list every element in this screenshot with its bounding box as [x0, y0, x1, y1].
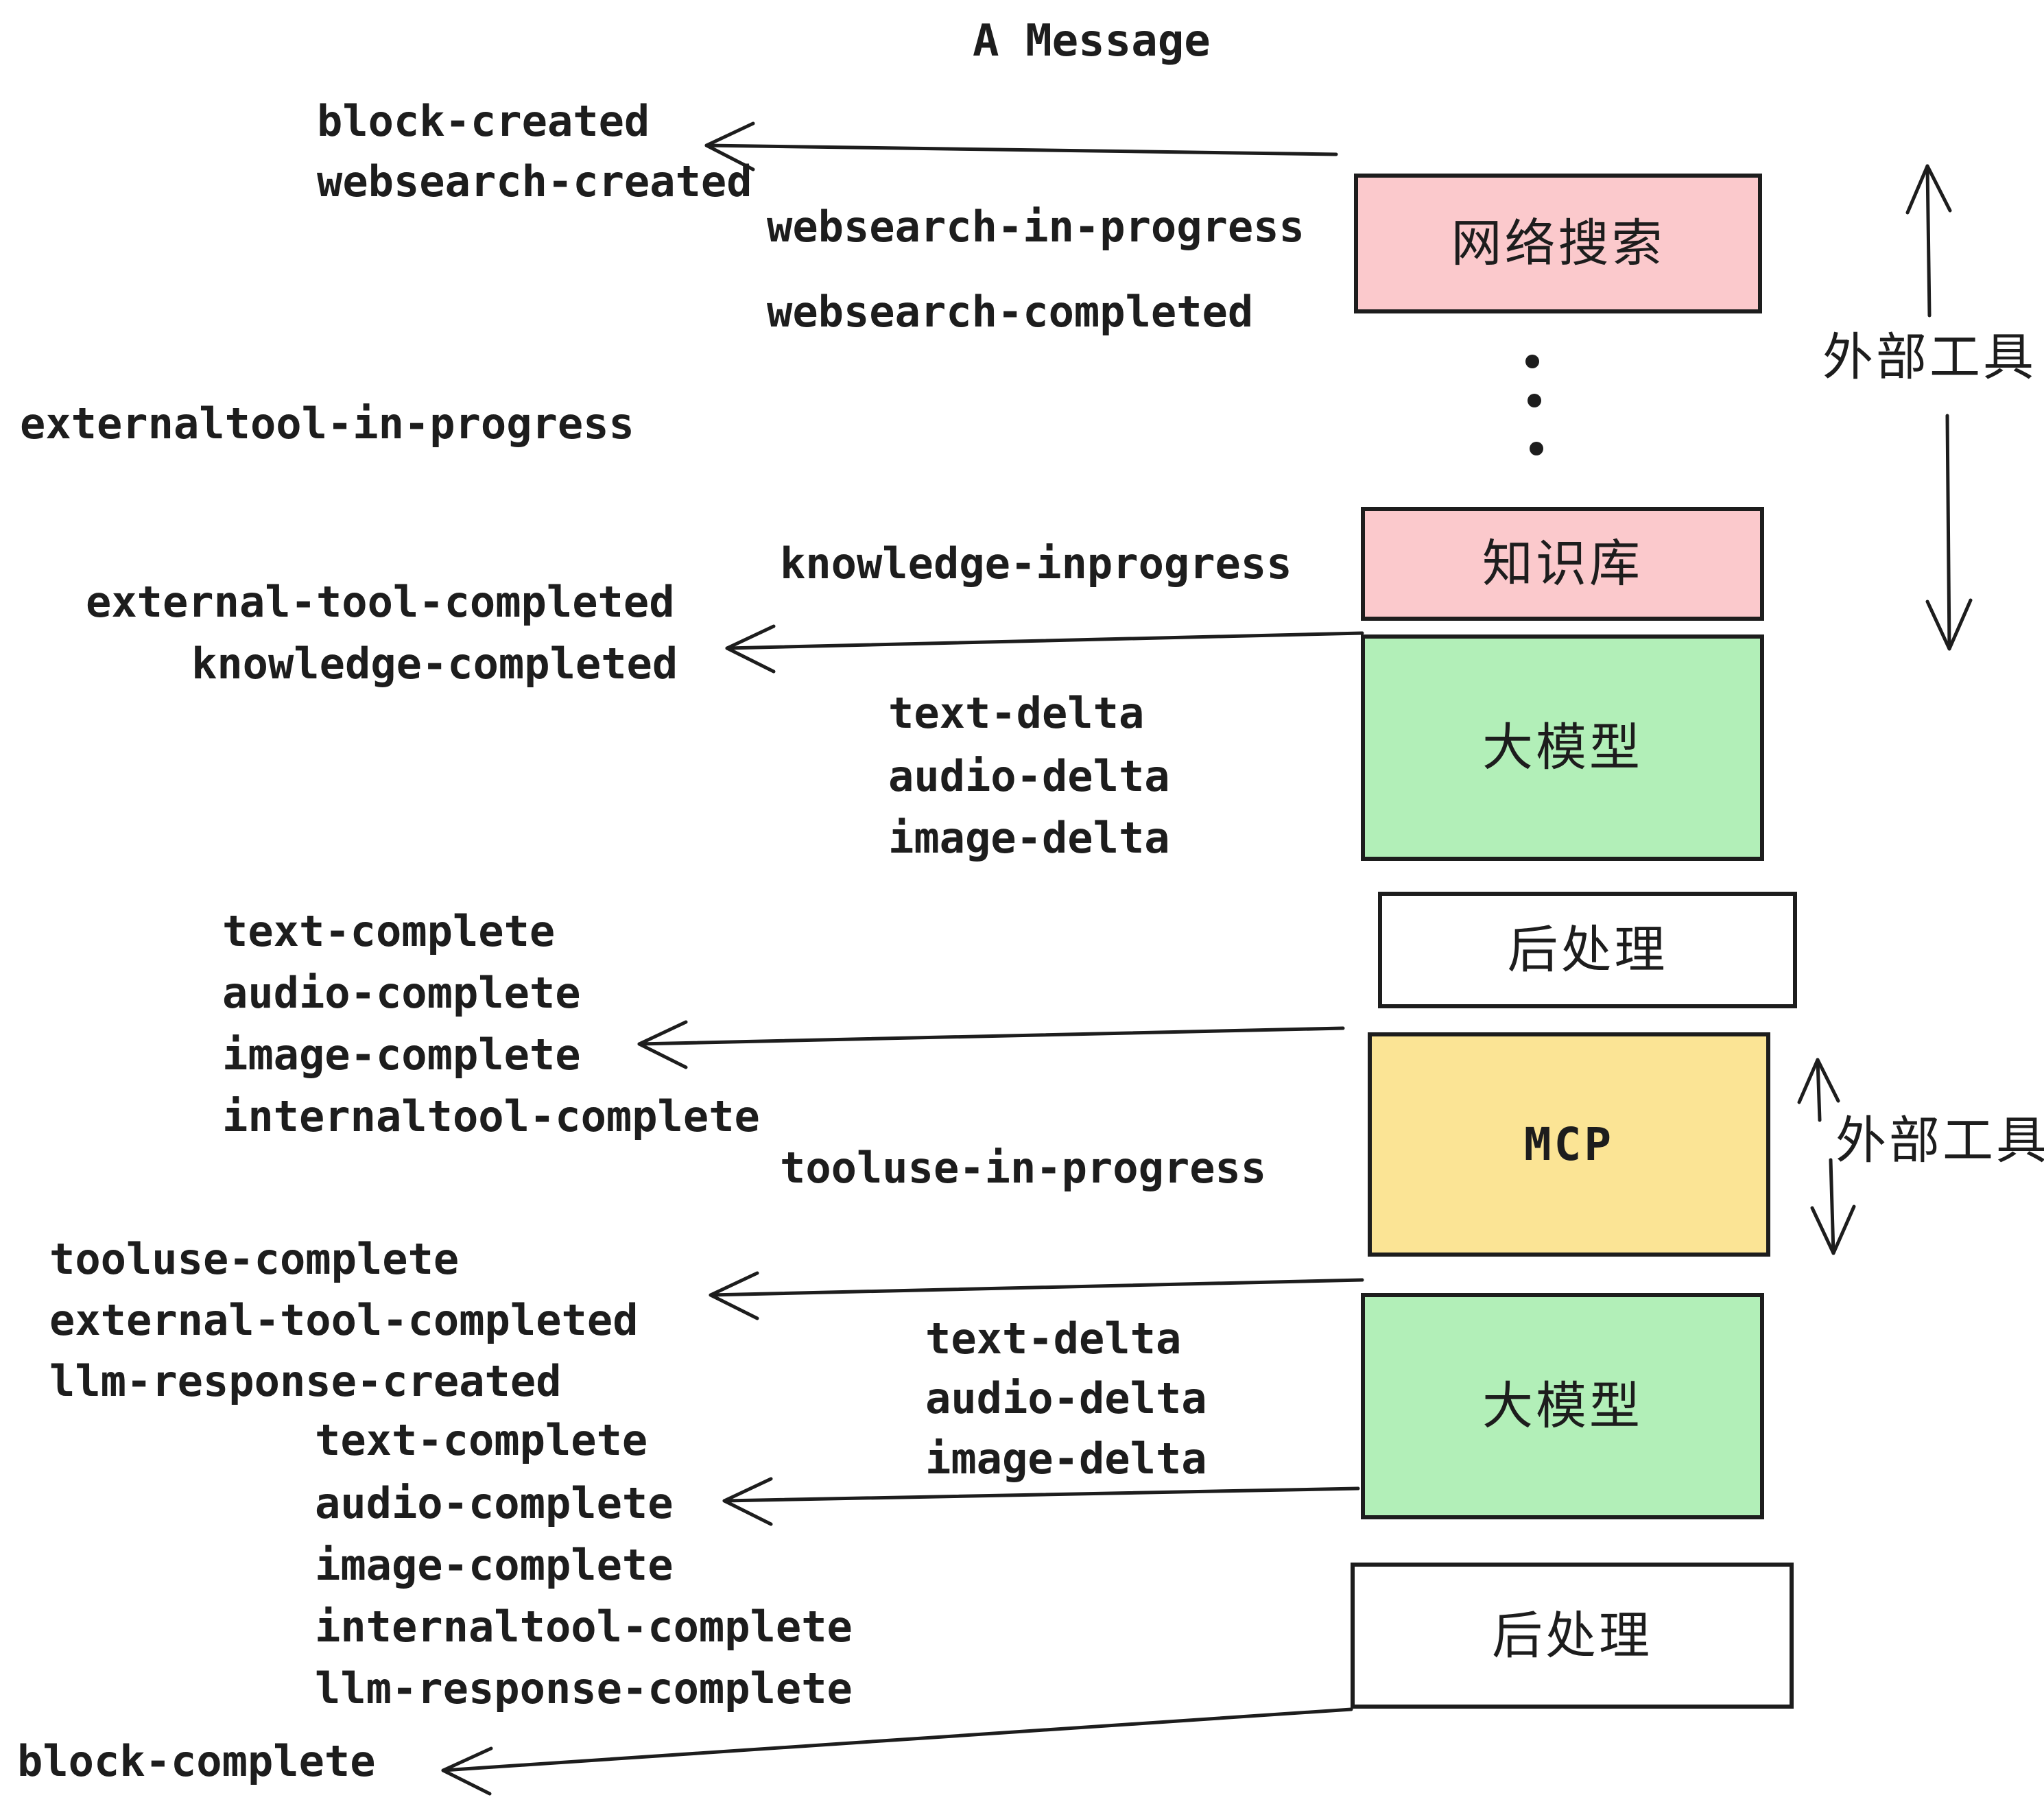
event-label-tooluse-complete: tooluse-complete: [49, 1234, 460, 1284]
node-mcp: MCP: [1368, 1032, 1770, 1257]
event-label-image-complete: image-complete: [222, 1030, 581, 1080]
node-postprocess-2-label: 后处理: [1492, 1606, 1652, 1665]
vertical-ellipsis-icon: [1525, 355, 1543, 455]
node-websearch: 网络搜索: [1354, 174, 1762, 313]
node-llm-1: 大模型: [1361, 634, 1764, 861]
arrow-up-icon: [1905, 164, 1952, 318]
event-label-internaltool-complete-2: internaltool-complete: [315, 1602, 853, 1652]
node-llm-2-label: 大模型: [1482, 1377, 1643, 1436]
event-label-text-delta-2: text-delta: [925, 1314, 1182, 1364]
event-label-audio-delta-2: audio-delta: [925, 1373, 1207, 1423]
node-websearch-label: 网络搜索: [1451, 214, 1665, 273]
event-label-knowledge-inprogress: knowledge-inprogress: [780, 538, 1292, 589]
node-postprocess-2: 后处理: [1351, 1563, 1794, 1709]
node-knowledge-base-label: 知识库: [1482, 534, 1643, 593]
event-label-block-complete: block-complete: [17, 1736, 376, 1786]
event-label-websearch-created: websearch-created: [317, 156, 752, 206]
event-label-image-delta-2: image-delta: [925, 1434, 1207, 1484]
event-label-websearch-in-progress: websearch-in-progress: [767, 202, 1305, 252]
arrow-left-icon: [637, 1020, 1345, 1069]
event-label-tooluse-in-progress: tooluse-in-progress: [780, 1143, 1267, 1193]
event-label-audio-delta: audio-delta: [888, 751, 1170, 801]
event-label-knowledge-completed: knowledge-completed: [191, 639, 678, 689]
node-postprocess-1-label: 后处理: [1507, 921, 1668, 980]
node-llm-2: 大模型: [1361, 1293, 1764, 1519]
event-label-external-tool-completed: external-tool-completed: [86, 577, 675, 627]
node-mcp-label: MCP: [1523, 1117, 1615, 1171]
node-postprocess-1: 后处理: [1378, 892, 1797, 1008]
side-label-external-tools-top: 外部工具: [1822, 328, 2036, 387]
event-label-externaltool-in-progress: externaltool-in-progress: [20, 399, 634, 449]
event-label-text-complete: text-complete: [222, 906, 556, 956]
event-label-llm-response-complete: llm-response-complete: [315, 1663, 853, 1713]
event-label-internaltool-complete: internaltool-complete: [222, 1091, 760, 1141]
event-label-block-created: block-created: [317, 96, 650, 146]
arrow-up-icon: [1797, 1058, 1840, 1122]
side-label-external-tools-mcp: 外部工具: [1835, 1111, 2044, 1170]
event-label-llm-response-created: llm-response-created: [49, 1356, 562, 1406]
event-label-image-complete-2: image-complete: [315, 1540, 674, 1590]
event-label-audio-complete-2: audio-complete: [315, 1478, 674, 1528]
event-label-websearch-completed: websearch-completed: [767, 287, 1254, 337]
event-label-text-complete-2: text-complete: [315, 1415, 648, 1465]
event-label-image-delta: image-delta: [888, 813, 1170, 863]
arrow-down-icon: [1925, 414, 1973, 651]
diagram-title: A Message: [973, 16, 1211, 67]
arrow-left-icon: [441, 1707, 1353, 1796]
event-label-audio-complete: audio-complete: [222, 968, 581, 1018]
arrow-left-icon: [725, 624, 1364, 674]
arrow-down-icon: [1810, 1158, 1856, 1255]
node-knowledge-base: 知识库: [1361, 507, 1764, 621]
node-llm-1-label: 大模型: [1482, 718, 1643, 777]
event-label-text-delta: text-delta: [888, 688, 1145, 738]
event-label-external-tool-completed-2: external-tool-completed: [49, 1295, 639, 1345]
arrow-left-icon: [704, 121, 1338, 171]
